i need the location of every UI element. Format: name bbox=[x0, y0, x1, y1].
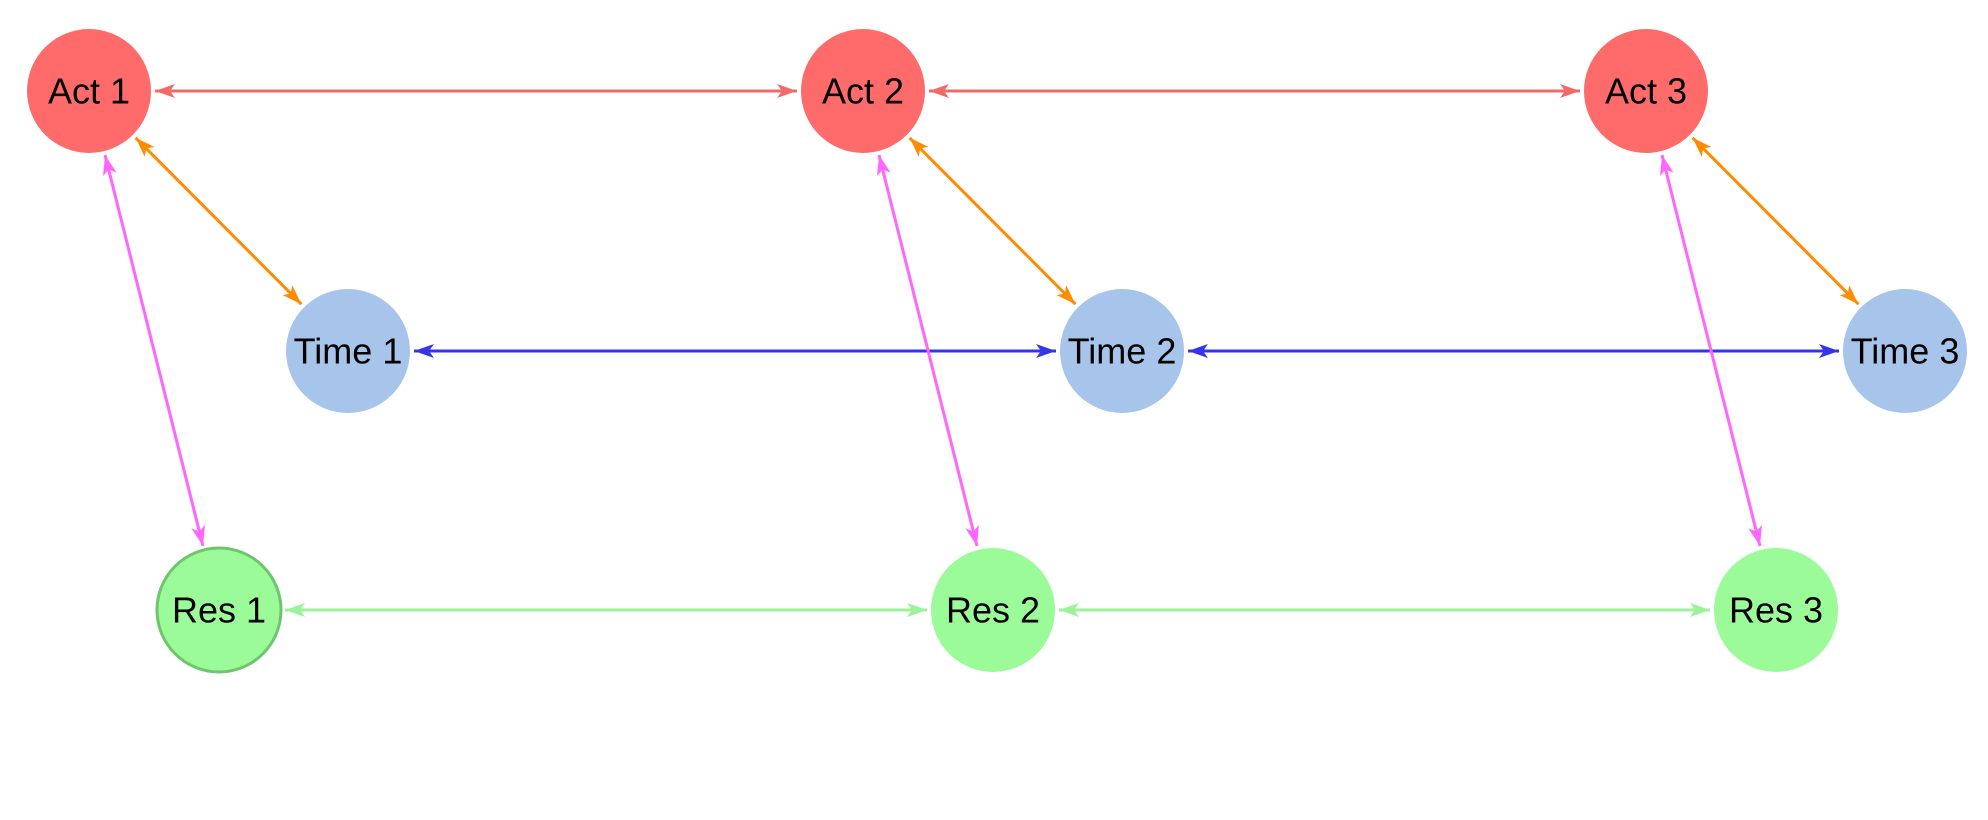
edge-act1-res1[interactable] bbox=[103, 154, 205, 547]
node-time2[interactable]: Time 2 bbox=[1060, 289, 1184, 413]
node-act1[interactable]: Act 1 bbox=[27, 29, 151, 153]
node-label-res1: Res 1 bbox=[172, 590, 266, 631]
node-res3[interactable]: Res 3 bbox=[1714, 548, 1838, 672]
node-circle-res3[interactable] bbox=[1714, 548, 1838, 672]
nodes-layer: Act 1 Act 2 Act 3 Time 1 Time 2 Time 3 Res 1 Re… bbox=[27, 29, 1967, 674]
node-circle-act2[interactable] bbox=[801, 29, 925, 153]
node-label-res2: Res 2 bbox=[946, 590, 1040, 631]
edge-act2-time2[interactable] bbox=[908, 136, 1077, 306]
node-act2[interactable]: Act 2 bbox=[801, 29, 925, 153]
node-label-act3: Act 3 bbox=[1605, 71, 1687, 112]
edge-act3-res3[interactable] bbox=[1660, 154, 1762, 547]
edge-act2-res2[interactable] bbox=[877, 154, 979, 547]
node-circle-time1[interactable] bbox=[286, 289, 410, 413]
node-time1[interactable]: Time 1 bbox=[286, 289, 410, 413]
node-circle-res1[interactable] bbox=[155, 546, 283, 674]
node-label-time2: Time 2 bbox=[1068, 331, 1177, 372]
node-label-time1: Time 1 bbox=[294, 331, 403, 372]
edge-act1-time1[interactable] bbox=[134, 136, 303, 306]
node-circle-time3[interactable] bbox=[1843, 289, 1967, 413]
node-time3[interactable]: Time 3 bbox=[1843, 289, 1967, 413]
node-circle-time2[interactable] bbox=[1060, 289, 1184, 413]
node-circle-act3[interactable] bbox=[1584, 29, 1708, 153]
edge-act3-time3[interactable] bbox=[1691, 136, 1860, 306]
node-label-time3: Time 3 bbox=[1851, 331, 1960, 372]
edges-layer bbox=[103, 84, 1860, 617]
node-label-res3: Res 3 bbox=[1729, 590, 1823, 631]
node-res1[interactable]: Res 1 bbox=[155, 546, 283, 674]
node-circle-act1[interactable] bbox=[27, 29, 151, 153]
node-res2[interactable]: Res 2 bbox=[931, 548, 1055, 672]
node-label-act2: Act 2 bbox=[822, 71, 904, 112]
node-act3[interactable]: Act 3 bbox=[1584, 29, 1708, 153]
node-circle-res2[interactable] bbox=[931, 548, 1055, 672]
node-label-act1: Act 1 bbox=[48, 71, 130, 112]
